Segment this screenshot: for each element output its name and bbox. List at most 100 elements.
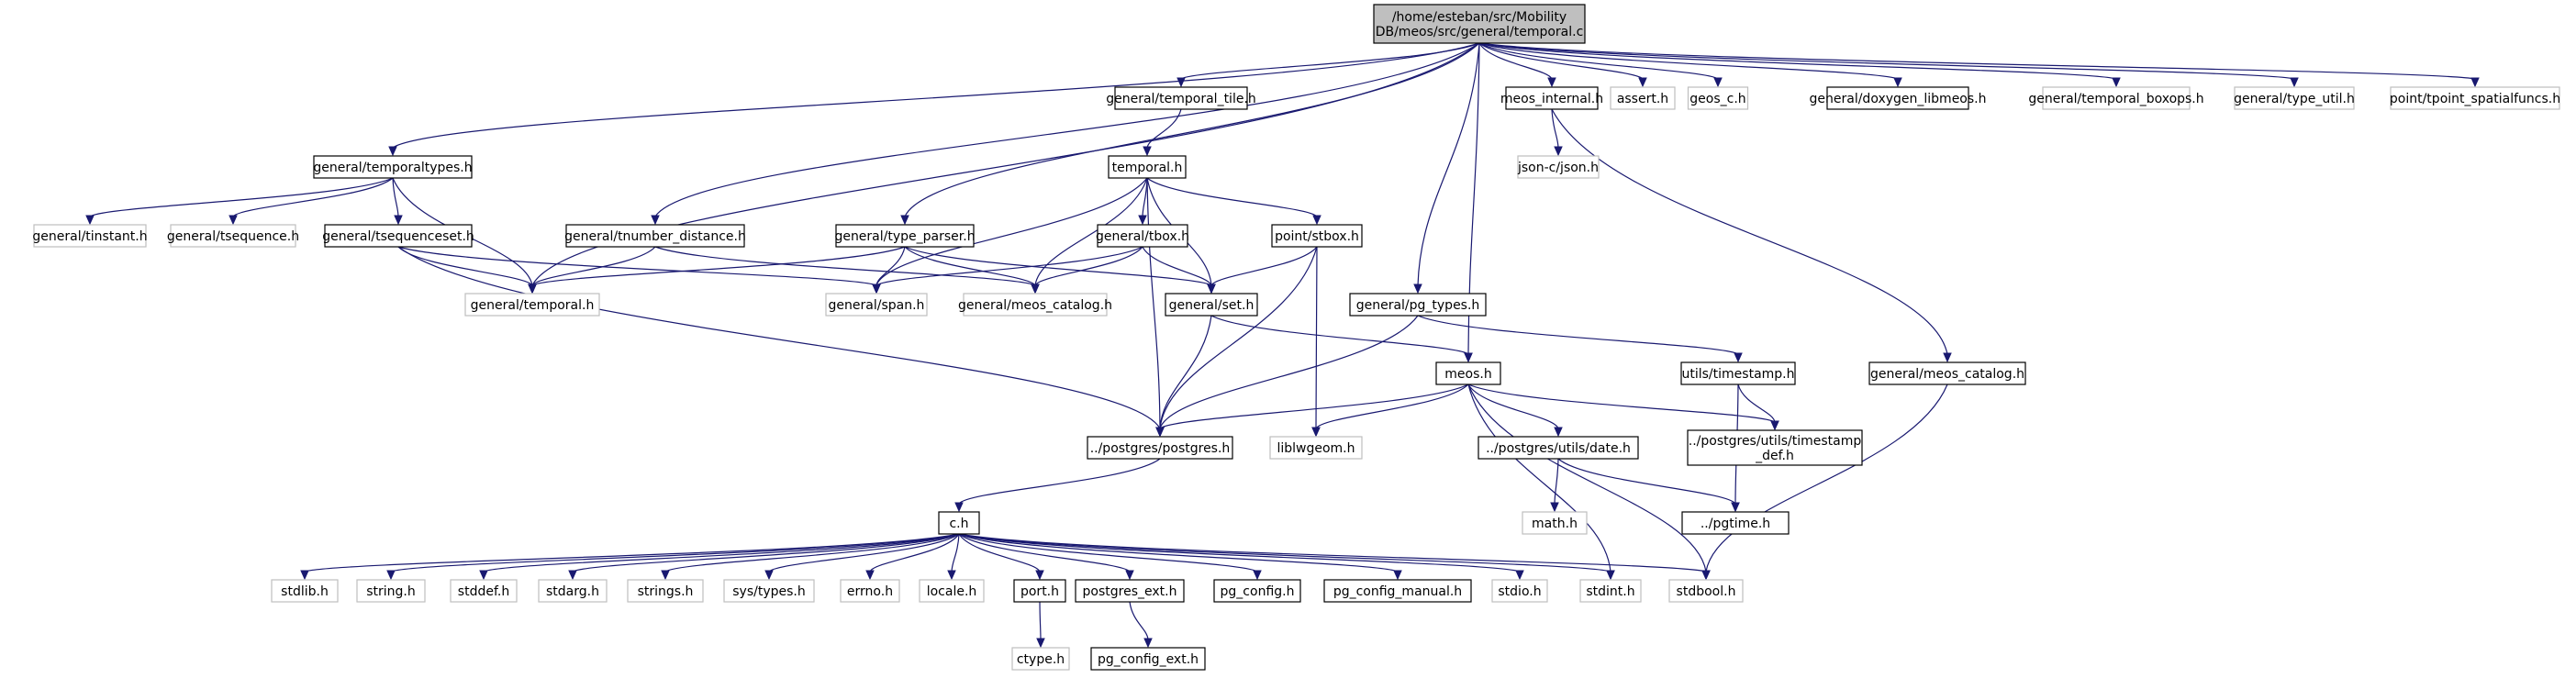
edge-type-parser-to-meos-catalog-gen <box>904 246 1040 295</box>
edge-meos-h-to-date-h <box>1467 383 1563 438</box>
node-general-meos-catalog-h[interactable]: general/meos_catalog.h <box>1868 361 2026 385</box>
node-general-tsequenceset-h[interactable]: general/tsequenceset.h <box>322 224 474 248</box>
edge-line <box>654 42 1480 217</box>
edge-line <box>875 246 906 286</box>
node-general-temporal-h: general/temporal.h <box>464 293 600 317</box>
node-general-temporaltypes-h[interactable]: general/temporaltypes.h <box>313 155 473 179</box>
node-pg-config-manual-h[interactable]: pg_config_manual.h <box>1323 579 1472 603</box>
node-box <box>1522 511 1588 535</box>
edge-arrowhead <box>1312 215 1321 226</box>
edge-line <box>654 246 1036 286</box>
edge-arrowhead <box>1125 570 1134 581</box>
node-postgres-utils-date-h[interactable]: ../postgres/utils/date.h <box>1478 436 1639 460</box>
edge-line <box>958 533 1131 572</box>
node-box <box>1610 86 1676 110</box>
edge-c-h-to-locale <box>947 533 960 581</box>
node-pgtime-h[interactable]: ../pgtime.h <box>1681 511 1790 535</box>
edge-line <box>1478 42 1899 80</box>
edge-line <box>1146 177 1318 217</box>
node-postgres-utils-timestamp-def-h[interactable]: ../postgres/utils/timestamp_def.h <box>1687 429 1863 466</box>
node-meos-h[interactable]: meos.h <box>1435 361 1501 385</box>
edge-temporaltypes-to-tsequence <box>229 177 394 226</box>
edge-root-to-meos-internal <box>1478 42 1556 88</box>
edge-line <box>958 458 1161 505</box>
node-stddef-h: stddef.h <box>450 579 518 603</box>
edge-root-to-pg-types <box>1413 42 1480 295</box>
node-port-h[interactable]: port.h <box>1013 579 1066 603</box>
edge-arrowhead <box>651 215 660 226</box>
node-box <box>840 579 900 603</box>
node-point-stbox-h[interactable]: point/stbox.h <box>1271 224 1363 248</box>
node-pg-config-ext-h[interactable]: pg_config_ext.h <box>1090 647 1206 671</box>
edge-line <box>1551 108 1559 149</box>
node-box <box>1435 361 1501 385</box>
node-box <box>538 579 608 603</box>
node-utils-timestamp-h[interactable]: utils/timestamp.h <box>1680 361 1796 385</box>
edge-line <box>904 246 1036 286</box>
node-pg-config-h[interactable]: pg_config.h <box>1213 579 1301 603</box>
node-postgres-ext-h[interactable]: postgres_ext.h <box>1075 579 1185 603</box>
node-box <box>1680 361 1796 385</box>
edge-pg-types-to-postgres <box>1155 315 1419 438</box>
edge-temporal-tile-to-temporal-h <box>1143 108 1182 157</box>
edge-line <box>958 533 1258 572</box>
node-box <box>1114 86 1248 110</box>
node-label: meos_internal.h <box>1500 92 1603 106</box>
node-label: general/meos_catalog.h <box>958 298 1112 313</box>
node-label: pg_config.h <box>1221 584 1295 599</box>
node-general-pg-types-h[interactable]: general/pg_types.h <box>1349 293 1487 317</box>
node-label: pg_config_ext.h <box>1098 652 1199 667</box>
edge-arrowhead <box>1035 570 1044 581</box>
node-label: math.h <box>1532 517 1578 531</box>
edge-type-parser-to-general-temporal <box>528 246 906 295</box>
edge-arrowhead <box>1143 638 1153 649</box>
node-general-type-parser-h[interactable]: general/type_parser.h <box>834 224 976 248</box>
edge-arrowhead <box>865 570 875 581</box>
node-label: port.h <box>1020 584 1059 599</box>
edge-arrowhead <box>2470 77 2480 88</box>
edge-meos-h-to-stdint <box>1467 383 1615 581</box>
node-label: assert.h <box>1617 92 1668 106</box>
node-meos-internal-h[interactable]: meos_internal.h <box>1500 86 1603 110</box>
node-label: general/temporaltypes.h <box>313 161 472 175</box>
node-general-meos-catalog-h: general/meos_catalog.h <box>958 293 1112 317</box>
node-general-temporal-tile-h[interactable]: general/temporal_tile.h <box>1106 86 1256 110</box>
edge-postgres-ext-to-pg-config-ext <box>1129 601 1153 649</box>
node-label: point/tpoint_spatialfuncs.h <box>2390 92 2560 106</box>
node-label: liblwgeom.h <box>1277 441 1355 456</box>
edge-line <box>951 533 960 572</box>
edge-line <box>397 246 1161 429</box>
node-box <box>565 224 745 248</box>
node-label: pg_config_manual.h <box>1333 584 1462 599</box>
node-general-set-h[interactable]: general/set.h <box>1165 293 1258 317</box>
edges-layer <box>85 42 2480 649</box>
edge-temporaltypes-to-tsequenceset <box>392 177 403 226</box>
node-general-span-h: general/span.h <box>825 293 928 317</box>
edge-tsequenceset-to-general-temporal <box>397 246 537 295</box>
edge-arrowhead <box>947 570 956 581</box>
edge-line <box>1737 383 1776 423</box>
edge-line <box>958 533 1399 572</box>
node-general-doxygen-libmeos-h[interactable]: general/doxygen_libmeos.h <box>1810 86 1987 110</box>
node-general-tbox-h[interactable]: general/tbox.h <box>1096 224 1189 248</box>
edge-pg-types-to-utils-timestamp <box>1417 315 1743 363</box>
node-label: ../postgres/utils/date.h <box>1486 441 1631 456</box>
node-box <box>723 579 815 603</box>
edge-arrowhead <box>229 215 238 226</box>
node-postgres-postgres-h[interactable]: ../postgres/postgres.h <box>1087 436 1233 460</box>
edge-arrowhead <box>1943 352 1952 363</box>
edge-temporal-h-to-postgres <box>1146 177 1165 438</box>
edge-line <box>1146 108 1182 149</box>
node-box <box>313 155 473 179</box>
edge-arrowhead <box>1893 77 1902 88</box>
node-box <box>835 224 975 248</box>
edge-arrowhead <box>1393 570 1402 581</box>
node-temporal-h[interactable]: temporal.h <box>1108 155 1187 179</box>
node-label: geos_c.h <box>1689 92 1745 106</box>
node-box <box>1090 647 1206 671</box>
edge-line <box>232 177 394 217</box>
node-general-tnumber-distance-h[interactable]: general/tnumber_distance.h <box>564 224 746 248</box>
node-box <box>963 293 1108 317</box>
node-c-h[interactable]: c.h <box>938 511 980 535</box>
